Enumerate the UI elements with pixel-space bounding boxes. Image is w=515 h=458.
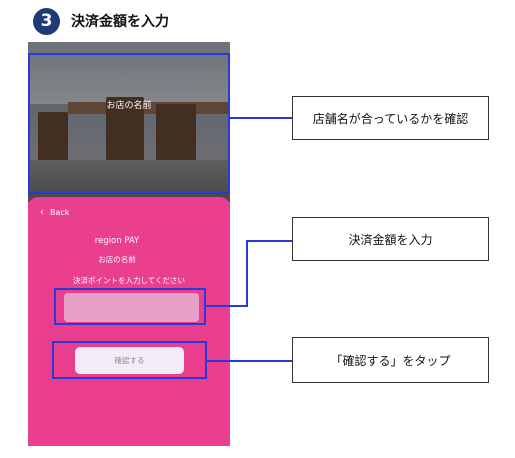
callout-enter-amount: 決済金額を入力 [292,217,489,261]
step-number-badge: 3 [33,7,60,35]
photo-floor [28,160,230,202]
chevron-left-icon: ‹ [40,207,44,218]
store-name-overlay: お店の名前 [106,101,152,111]
callout-tap-confirm: 「確認する」をタップ [292,337,489,383]
back-button[interactable]: ‹ Back [40,207,69,218]
store-photo: お店の名前 [28,42,230,202]
step-header: 3 決済金額を入力 [33,6,169,36]
payment-panel: ‹ Back region PAY お店の名前 決済ポイントを入力してください … [28,197,230,446]
amount-prompt: 決済ポイントを入力してください [72,276,186,285]
connector-line [246,240,248,307]
highlight-confirm-button [52,341,207,379]
callout-store-check: 店舗名が合っているかを確認 [292,96,489,140]
step-title: 決済金額を入力 [71,14,169,30]
photo-overlay [28,42,230,202]
confirm-button[interactable]: 確認する [75,347,184,374]
photo-wall [28,42,230,104]
back-label: Back [50,208,70,217]
phone-screen: お店の名前 ‹ Back region PAY お店の名前 決済ポイントを入力し… [28,42,230,446]
highlight-amount-input [54,288,206,325]
brand-name: region PAY [94,236,140,246]
amount-input[interactable] [64,293,199,322]
highlight-store-photo [28,53,230,194]
connector-line [206,305,248,307]
connector-line [207,360,292,362]
shop-name: お店の名前 [98,255,136,264]
connector-line [230,117,292,119]
connector-line [246,240,292,242]
